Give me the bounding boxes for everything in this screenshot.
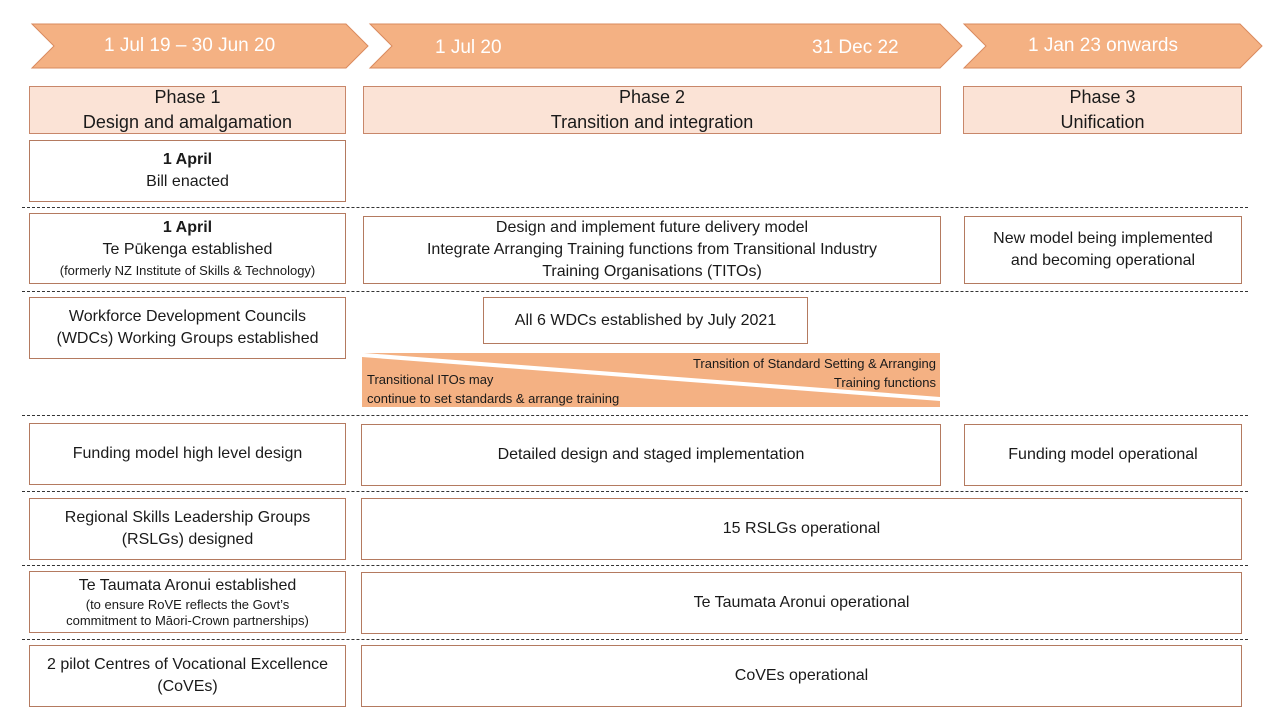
funding-operational-box: Funding model operational [964, 424, 1242, 486]
taumata-operational-text: Te Taumata Aronui operational [693, 594, 910, 611]
wdc-line1: Workforce Development Councils [68, 308, 307, 325]
funding-design-box: Funding model high level design [29, 423, 346, 485]
phase2-header: Phase 2 Transition and integration [363, 86, 941, 134]
row-separator [22, 491, 1248, 492]
row-separator [22, 291, 1248, 292]
rslg-designed-box: Regional Skills Leadership Groups (RSLGs… [29, 498, 346, 560]
phase2-title: Phase 2 [618, 87, 686, 107]
row-separator [22, 207, 1248, 208]
titos-label: Transitional ITOs may continue to set st… [367, 370, 697, 408]
wdcs-established-box: All 6 WDCs established by July 2021 [483, 297, 808, 344]
rslg-line1: Regional Skills Leadership Groups [64, 509, 311, 526]
chevron-phase3 [962, 23, 1263, 69]
pukenga-note: (formerly NZ Institute of Skills & Techn… [59, 262, 316, 278]
phase1-header: Phase 1 Design and amalgamation [29, 86, 346, 134]
row-separator [22, 639, 1248, 640]
coves-operational-text: CoVEs operational [734, 667, 869, 684]
new-model-line2: and becoming operational [1010, 252, 1196, 269]
titos-line2: continue to set standards & arrange trai… [367, 391, 620, 406]
phase1-title: Phase 1 [154, 87, 221, 107]
rslg-operational-box: 15 RSLGs operational [361, 498, 1242, 560]
wdcs-established-text: All 6 WDCs established by July 2021 [514, 311, 777, 329]
wdc-line2: (WDCs) Working Groups established [56, 330, 319, 347]
chevron-phase1 [30, 23, 369, 69]
period1-label: 1 Jul 19 – 30 Jun 20 [104, 35, 276, 56]
phase1-subtitle: Design and amalgamation [82, 112, 293, 132]
new-model-line1: New model being implemented [993, 230, 1213, 247]
bill-date: 1 April [162, 151, 213, 168]
funding-design-text: Funding model high level design [72, 445, 303, 462]
titos-wedge [362, 357, 940, 407]
rslg-operational-text: 15 RSLGs operational [722, 520, 881, 537]
transition-label: Transition of Standard Setting & Arrangi… [600, 354, 936, 392]
delivery-model-box: Design and implement future delivery mod… [363, 216, 941, 284]
taumata-established-box: Te Taumata Aronui established (to ensure… [29, 571, 346, 633]
row-separator [22, 415, 1248, 416]
delivery-line2: Integrate Arranging Training functions f… [426, 241, 877, 258]
taumata-operational-box: Te Taumata Aronui operational [361, 572, 1242, 634]
bill-text: Bill enacted [146, 173, 229, 190]
period3-label: 1 Jan 23 onwards [1028, 35, 1178, 56]
phase3-title: Phase 3 [1069, 87, 1136, 107]
taumata-line1: Te Taumata Aronui established [78, 577, 297, 594]
delivery-line1: Design and implement future delivery mod… [495, 219, 809, 236]
period2-start-label: 1 Jul 20 [435, 37, 502, 58]
coves-line1: 2 pilot Centres of Vocational Excellence [46, 656, 329, 673]
row-separator [22, 565, 1248, 566]
coves-pilot-box: 2 pilot Centres of Vocational Excellence… [29, 645, 346, 707]
phase3-subtitle: Unification [1060, 112, 1145, 132]
funding-implementation-box: Detailed design and staged implementatio… [361, 424, 941, 486]
rslg-line2: (RSLGs) designed [121, 531, 254, 548]
titos-line1: Transitional ITOs may [367, 372, 494, 387]
new-model-box: New model being implemented and becoming… [964, 216, 1242, 284]
delivery-line3: Training Organisations (TITOs) [542, 263, 762, 280]
pukenga-established-box: 1 April Te Pūkenga established (formerly… [29, 213, 346, 284]
funding-operational-text: Funding model operational [1008, 446, 1198, 463]
transition-wedge [364, 353, 940, 397]
phase3-header: Phase 3 Unification [963, 86, 1242, 134]
bill-enacted-box: 1 April Bill enacted [29, 140, 346, 202]
taumata-note2: commitment to Māori-Crown partnerships) [66, 613, 309, 628]
pukenga-date: 1 April [162, 218, 213, 236]
transition-line1: Transition of Standard Setting & Arrangi… [692, 356, 936, 371]
wdc-working-groups-box: Workforce Development Councils (WDCs) Wo… [29, 297, 346, 359]
period2-end-label: 31 Dec 22 [812, 37, 899, 58]
pukenga-text: Te Pūkenga established [102, 240, 273, 258]
transition-line2: Training functions [833, 375, 936, 390]
chevron-phase2 [368, 23, 963, 69]
coves-operational-box: CoVEs operational [361, 645, 1242, 707]
taumata-note1: (to ensure RoVE reflects the Govt’s [85, 597, 290, 612]
funding-implementation-text: Detailed design and staged implementatio… [497, 446, 805, 463]
coves-line2: (CoVEs) [157, 678, 218, 695]
phase2-subtitle: Transition and integration [550, 112, 754, 132]
